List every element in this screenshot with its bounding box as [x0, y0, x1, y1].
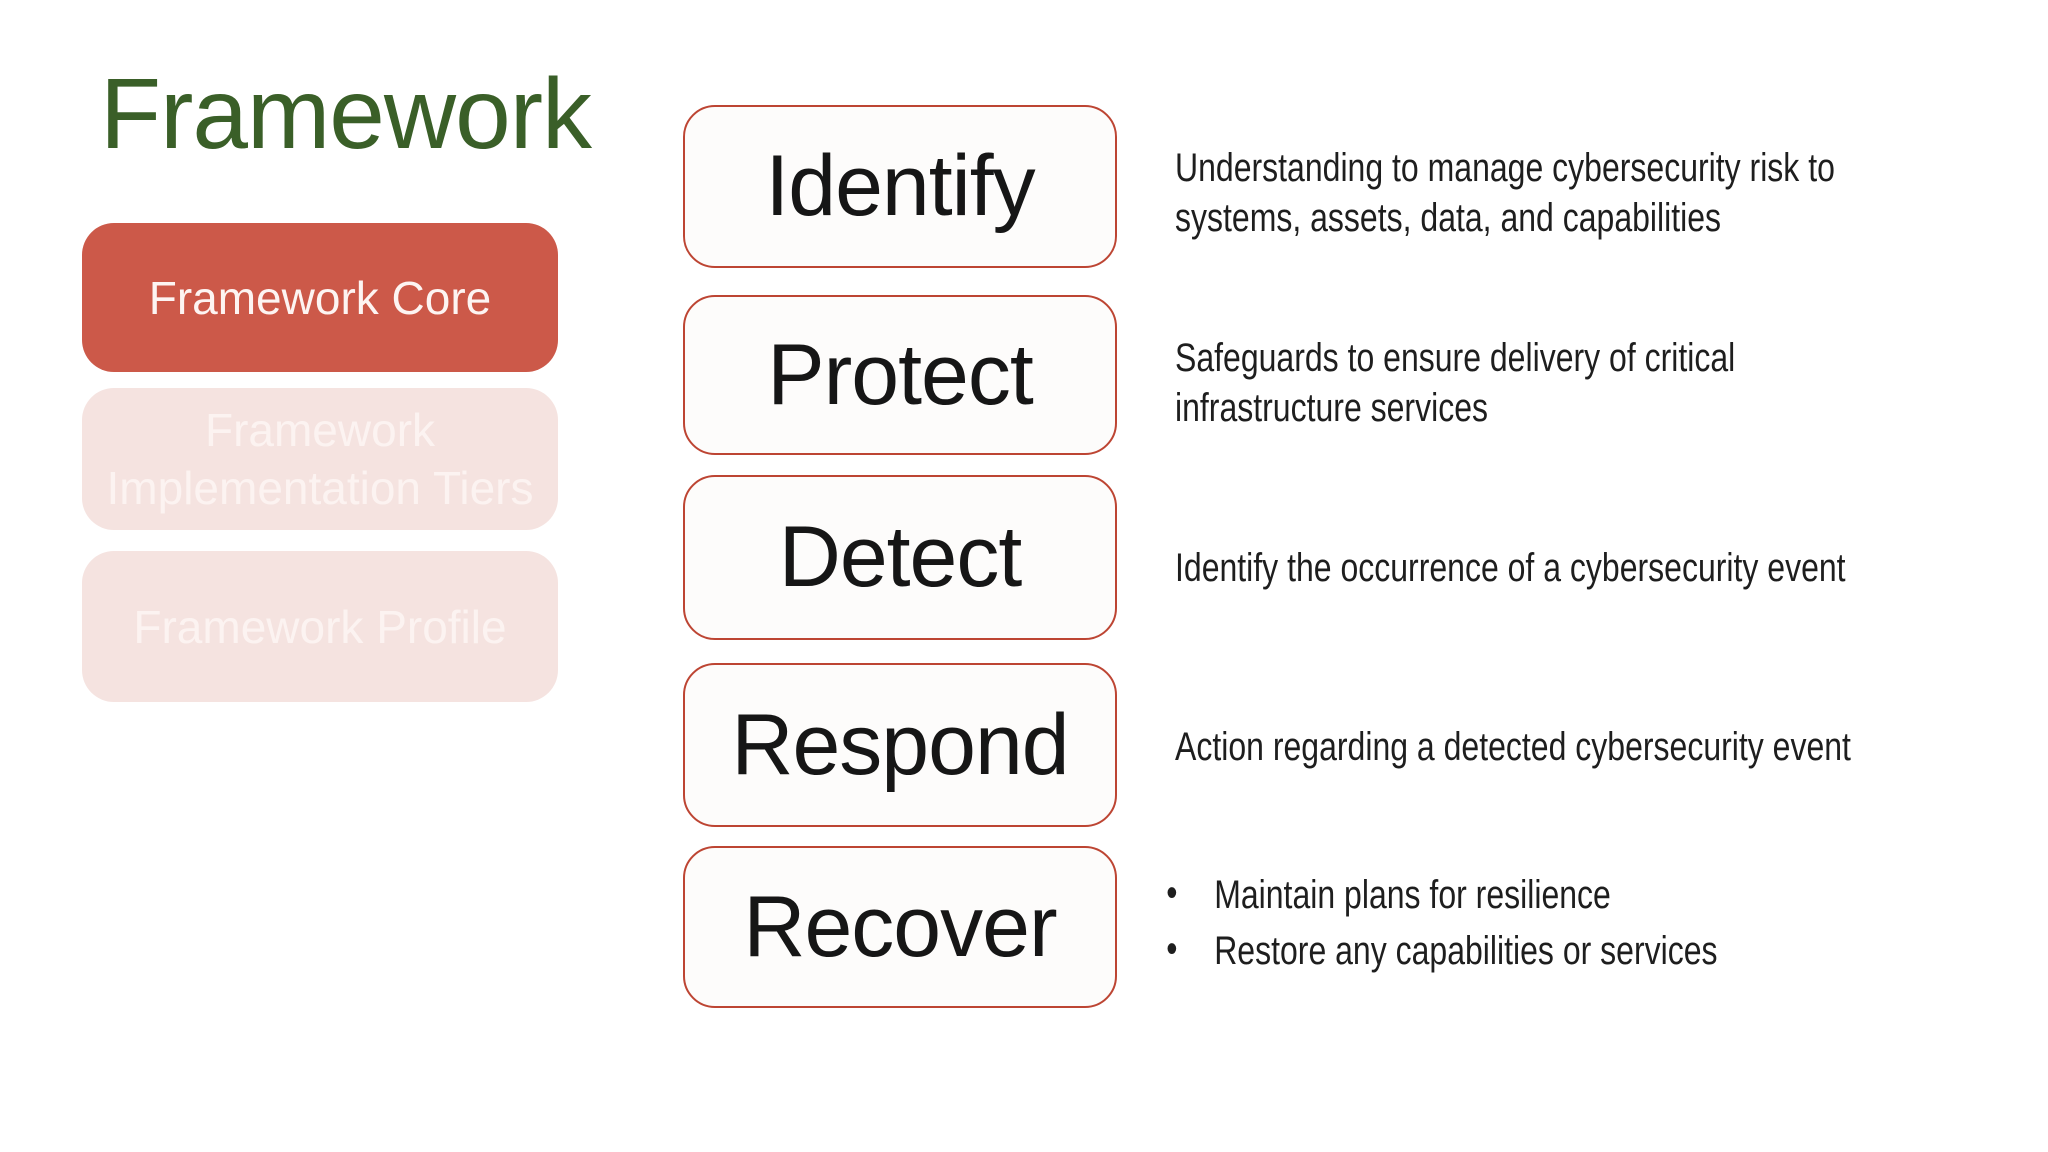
function-box-identify: Identify	[683, 105, 1117, 268]
function-box-protect: Protect	[683, 295, 1117, 455]
function-box-detect: Detect	[683, 475, 1117, 640]
sidebar-item-framework-profile: Framework Profile	[82, 551, 558, 702]
bullet-item: Restore any capabilities or services	[1163, 926, 1947, 975]
recover-bullet-list: Maintain plans for resilience Restore an…	[1163, 870, 1947, 984]
function-description-detect: Identify the occurrence of a cybersecuri…	[1175, 546, 1846, 590]
sidebar-item-label: Framework Core	[148, 271, 492, 324]
function-description-protect: Safeguards to ensure delivery of critica…	[1175, 336, 1736, 430]
sidebar-item-label: Framework Profile	[133, 600, 507, 653]
function-box-label: Protect	[767, 326, 1033, 423]
sidebar-item-framework-core: Framework Core	[82, 223, 558, 372]
function-description-identify: Understanding to manage cybersecurity ri…	[1175, 146, 1835, 240]
function-box-label: Detect	[778, 509, 1023, 605]
function-box-label: Recover	[743, 878, 1057, 975]
sidebar-item-label: Framework Implementation Tiers	[106, 404, 534, 514]
function-box-respond: Respond	[683, 663, 1117, 827]
function-box-label: Respond	[731, 696, 1069, 793]
function-box-label: Identify	[765, 138, 1035, 234]
page-title: Framework	[100, 58, 592, 170]
sidebar-item-framework-implementation-tiers: Framework Implementation Tiers	[82, 388, 558, 530]
function-description-respond: Action regarding a detected cybersecurit…	[1175, 725, 1851, 769]
function-box-recover: Recover	[683, 846, 1117, 1008]
bullet-item: Maintain plans for resilience	[1163, 870, 1947, 919]
